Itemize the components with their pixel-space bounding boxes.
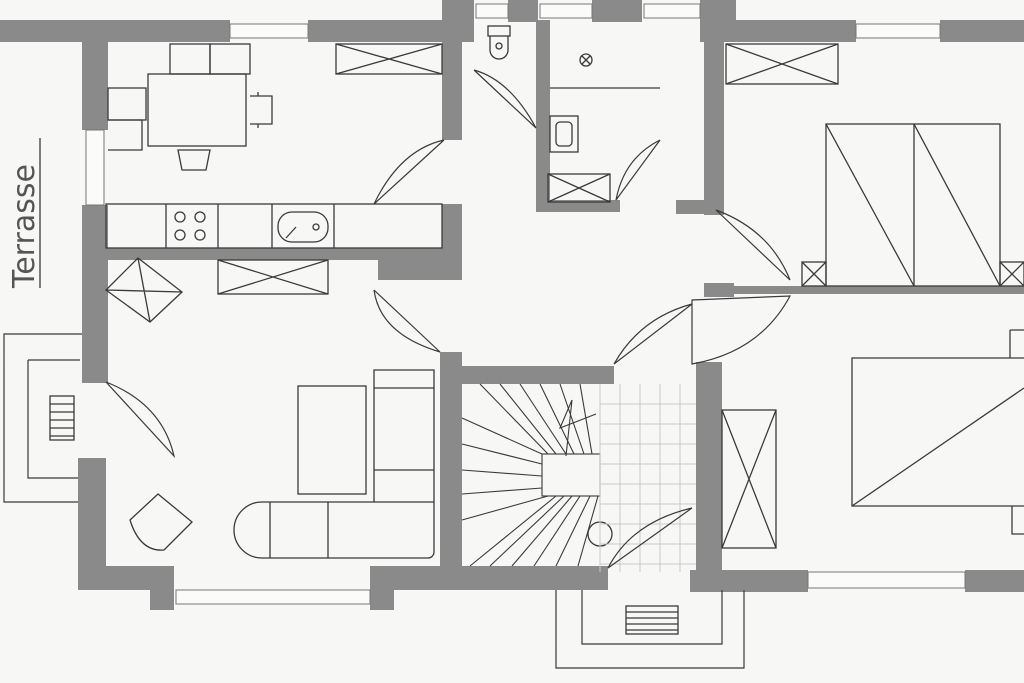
terrace-outline	[3, 333, 82, 503]
terrace-label-group: Terrasse	[7, 138, 42, 289]
wall-bottom-right-b	[965, 570, 1024, 592]
dining-chair-bottom	[177, 149, 211, 171]
wardrobe	[801, 123, 1024, 287]
wall-kitchen-east	[442, 30, 462, 140]
doors	[105, 69, 792, 569]
door-bedroom-2	[691, 295, 792, 365]
stair-arrow	[558, 399, 597, 457]
window-top-bath	[539, 3, 593, 19]
dining-chair-top-2	[209, 43, 251, 75]
window-left-kitchen	[85, 129, 105, 206]
window-bottom-living	[175, 589, 371, 605]
stair-treads	[461, 383, 599, 567]
dining-chair-top-1	[169, 43, 211, 75]
door-bedroom-1	[715, 209, 791, 281]
cabinet-bath	[547, 173, 611, 203]
entry-porch-outline	[555, 590, 745, 669]
dining-chair-left-2	[108, 119, 143, 151]
cabinet-kitchen-top	[335, 43, 443, 75]
outdoor-outlines	[3, 333, 745, 669]
window-top-bedroom	[855, 23, 941, 39]
dining-chair-left	[107, 87, 147, 121]
kitchen-sink-icon	[277, 211, 329, 243]
window-top-bath-2	[643, 3, 701, 19]
wall-top-f	[736, 20, 856, 42]
stove-burners-icon	[174, 211, 206, 241]
stair-landing	[541, 453, 601, 497]
armchair	[129, 493, 193, 551]
wall-living-stair	[440, 352, 462, 588]
wall-bath-east	[704, 20, 724, 215]
door-stair-hall	[613, 303, 693, 365]
wall-top-g	[940, 20, 1024, 42]
wall-top-d	[592, 0, 642, 22]
wall-bedroom-divider	[720, 286, 1024, 294]
door-entry	[607, 507, 693, 569]
coffee-table	[297, 385, 367, 495]
cabinet-bedroom-top	[725, 43, 839, 85]
window-bottom-bedroom	[807, 571, 966, 589]
terrace-grille	[49, 395, 75, 441]
wall-left-1	[82, 20, 108, 130]
door-wc	[473, 69, 537, 129]
door-kitchen	[373, 139, 445, 205]
wall-kitchen-east-2	[442, 204, 462, 280]
wall-stair-east	[696, 362, 722, 590]
window-top-kitchen	[229, 23, 309, 39]
shower-icon	[550, 53, 660, 89]
door-living	[373, 289, 441, 353]
wall-bottom-left-jamb	[150, 566, 174, 610]
dining-table	[147, 73, 247, 147]
toilet-icon	[487, 25, 511, 60]
window-top-wc	[475, 3, 509, 19]
wall-bath-bottom	[536, 200, 620, 212]
bed	[851, 329, 1024, 535]
wall-top-a	[308, 20, 448, 42]
wall-left-2	[82, 205, 108, 383]
hall-tile-grid	[599, 384, 696, 572]
kitchen-counter	[105, 203, 443, 249]
wall-bottom-mid	[370, 566, 608, 590]
cabinet-living-top	[217, 259, 329, 295]
door-terrace	[105, 381, 176, 459]
door-bath	[615, 139, 661, 201]
wall-stair-top	[458, 366, 614, 384]
windows	[85, 3, 966, 605]
cabinet-living-corner	[105, 257, 184, 323]
staircase	[461, 383, 696, 572]
wall-top-c	[508, 0, 538, 22]
wall-top-left	[0, 20, 230, 42]
sofa	[233, 369, 435, 559]
dining-chair-right	[250, 92, 273, 128]
walls	[0, 0, 1024, 610]
wall-kitchen-bottom	[106, 248, 380, 260]
entry-doormat	[625, 605, 679, 635]
cabinet-hall	[721, 409, 777, 549]
terrace-label: Terrasse	[7, 164, 42, 289]
furniture	[49, 25, 1024, 635]
washbasin-icon	[549, 115, 579, 153]
wall-wc-bath	[536, 20, 550, 212]
